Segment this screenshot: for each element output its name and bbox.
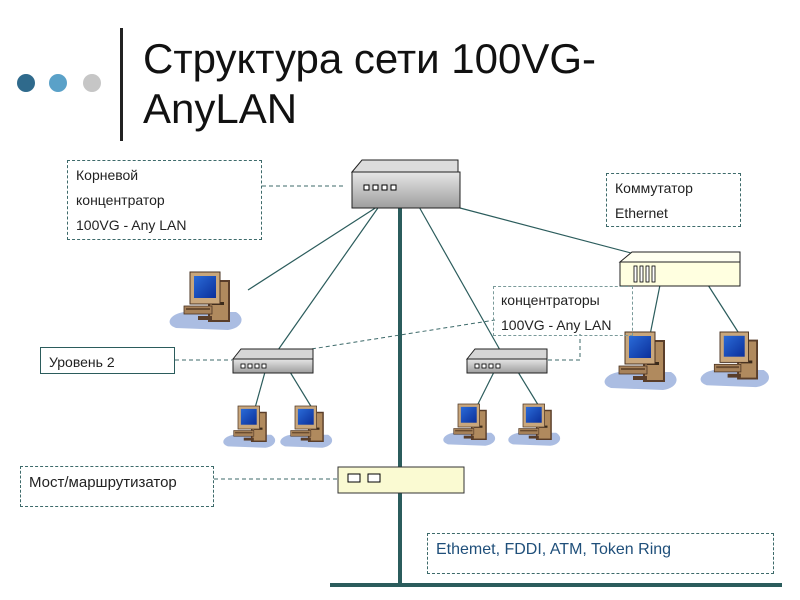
slide-title-line1: Структура сети 100VG- <box>143 35 596 82</box>
label-root-hub-line2: концентратор <box>76 192 165 208</box>
label-level2: Уровень 2 <box>40 347 175 374</box>
backbone-bus <box>330 190 782 587</box>
decor-dot-2 <box>49 74 67 92</box>
computer-switch-1-icon <box>604 331 678 391</box>
decor-dot-1 <box>17 74 35 92</box>
label-root-hub-line1: Корневой <box>76 167 139 183</box>
level2-hub-right-icon <box>466 348 548 374</box>
label-switch: Коммутатор Ethernet <box>606 173 741 227</box>
label-bridge-text: Мост/маршрутизатор <box>29 474 177 491</box>
computer-l2-3-icon <box>442 403 496 447</box>
label-root-hub-line3: 100VG - Any LAN <box>76 217 187 233</box>
slide-title-line2: AnyLAN <box>143 85 298 132</box>
computer-l2-2-icon <box>279 405 333 449</box>
level2-hub-left-icon <box>232 348 314 374</box>
ethernet-switch-icon <box>618 251 741 287</box>
computer-l2-1-icon <box>222 405 276 449</box>
label-root-hub: Корневой концентратор 100VG - Any LAN <box>67 160 262 240</box>
label-networks-text: Ethemet, FDDI, ATM, Token Ring <box>436 541 672 558</box>
connection-lines <box>247 204 741 409</box>
label-switch-line1: Коммутатор <box>615 180 693 196</box>
label-networks: Ethemet, FDDI, ATM, Token Ring <box>427 533 774 574</box>
label-hubs-line1: концентраторы <box>501 292 600 308</box>
computer-switch-2-icon <box>700 331 770 388</box>
computer-root-icon <box>169 271 243 331</box>
computer-l2-4-icon <box>507 403 561 447</box>
label-level2-text: Уровень 2 <box>49 354 115 370</box>
slide-title: Структура сети 100VG- AnyLAN <box>143 34 663 134</box>
bridge-router-icon <box>337 466 465 494</box>
label-hubs: концентраторы 100VG - Any LAN <box>493 286 633 336</box>
decor-dot-3 <box>83 74 101 92</box>
label-hubs-line2: 100VG - Any LAN <box>501 317 612 333</box>
root-hub-icon <box>350 159 461 209</box>
title-divider <box>120 28 123 141</box>
leader-lines <box>175 185 581 480</box>
label-switch-line2: Ethernet <box>615 205 668 221</box>
label-bridge: Мост/маршрутизатор <box>20 466 214 507</box>
